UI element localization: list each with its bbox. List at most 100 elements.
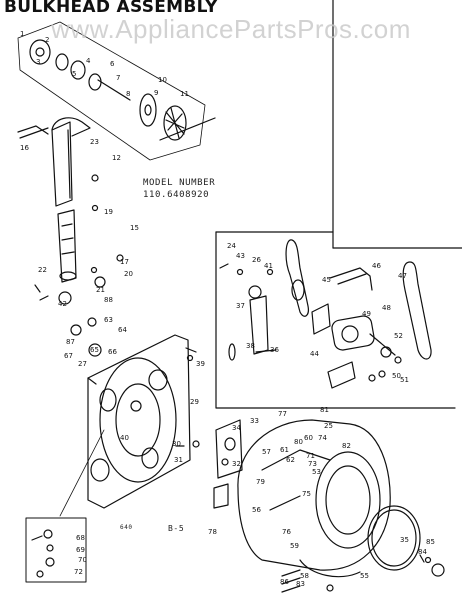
part-label-34: 34 <box>232 424 241 432</box>
part-label-6: 6 <box>110 60 115 68</box>
part-label-73: 73 <box>308 460 317 468</box>
part-label-66: 66 <box>108 348 117 356</box>
motor-assembly-group <box>219 239 432 389</box>
part-label-1: 1 <box>20 30 24 38</box>
part-label-61: 61 <box>280 446 289 454</box>
part-label-8: 8 <box>126 90 130 98</box>
part-label-85: 85 <box>426 538 435 546</box>
part-label-5: 5 <box>72 70 76 78</box>
drum-group <box>186 354 445 578</box>
part-label-26: 26 <box>252 256 261 264</box>
part-label-16: 16 <box>20 144 29 152</box>
part-label-51: 51 <box>400 376 409 384</box>
part-label-21: 21 <box>96 286 105 294</box>
part-label-37: 37 <box>236 302 245 310</box>
diagram-title: BULKHEAD ASSEMBLY <box>4 0 218 17</box>
part-label-53: 53 <box>312 468 321 476</box>
part-label-36: 36 <box>270 346 279 354</box>
part-label-76: 76 <box>282 528 291 536</box>
part-label-50: 50 <box>392 372 401 380</box>
part-label-74: 74 <box>318 434 327 442</box>
lower-duct-group <box>57 209 77 283</box>
model-number-value: 110.6408920 <box>143 190 210 200</box>
watermark-text: www.AppliancePartsPros.com <box>51 14 411 44</box>
lower-left-detail-group <box>25 429 105 583</box>
part-label-27: 27 <box>78 360 87 368</box>
part-label-19: 19 <box>104 208 113 216</box>
part-label-40: 40 <box>120 434 129 442</box>
part-label-63: 63 <box>104 316 113 324</box>
part-label-62: 62 <box>286 456 295 464</box>
part-label-77: 77 <box>278 410 287 418</box>
part-label-44: 44 <box>310 350 319 358</box>
part-label-88: 88 <box>104 296 113 304</box>
part-label-12: 12 <box>112 154 121 162</box>
part-label-41: 41 <box>264 262 273 270</box>
part-label-64: 64 <box>118 326 127 334</box>
part-label-29: 29 <box>190 398 199 406</box>
part-label-68: 68 <box>76 534 85 542</box>
part-label-83: 83 <box>296 580 305 588</box>
part-label-25: 25 <box>324 422 333 430</box>
small-reference: 640 <box>120 524 133 531</box>
part-label-71: 71 <box>306 452 315 460</box>
part-label-78: 78 <box>208 528 217 536</box>
part-label-47: 47 <box>398 272 407 280</box>
part-label-20: 20 <box>124 270 133 278</box>
part-label-87: 87 <box>66 338 75 346</box>
part-label-48: 48 <box>382 304 391 312</box>
part-label-45: 45 <box>322 276 331 284</box>
part-label-24: 24 <box>227 242 236 250</box>
part-label-67: 67 <box>64 352 73 360</box>
part-label-52: 52 <box>394 332 403 340</box>
part-label-4: 4 <box>86 57 91 65</box>
model-number-label: MODEL NUMBER <box>143 178 216 188</box>
part-label-56: 56 <box>252 506 261 514</box>
part-label-42: 42 <box>58 300 67 308</box>
part-label-15: 15 <box>130 224 139 232</box>
part-label-3: 3 <box>36 58 40 66</box>
blower-assembly-group <box>17 21 216 161</box>
motor-box-outline <box>215 231 456 409</box>
part-label-70: 70 <box>78 556 87 564</box>
part-label-11: 11 <box>180 90 189 98</box>
part-label-72: 72 <box>74 568 83 576</box>
bottom-hardware-group <box>281 569 334 593</box>
part-label-10: 10 <box>158 76 167 84</box>
part-label-23: 23 <box>90 138 99 146</box>
part-label-2: 2 <box>45 36 49 44</box>
part-label-9: 9 <box>154 89 158 97</box>
part-label-79: 79 <box>256 478 265 486</box>
part-label-17: 17 <box>120 258 129 266</box>
part-label-38: 38 <box>246 342 255 350</box>
part-label-82: 82 <box>342 442 351 450</box>
part-label-84: 84 <box>418 548 427 556</box>
part-label-46: 46 <box>372 262 381 270</box>
part-label-39: 39 <box>196 360 205 368</box>
part-label-30: 30 <box>172 440 181 448</box>
hardware-group-left <box>34 174 124 357</box>
part-label-69: 69 <box>76 546 85 554</box>
part-label-43: 43 <box>236 252 245 260</box>
part-label-60: 60 <box>304 434 313 442</box>
part-label-58: 58 <box>300 572 309 580</box>
part-label-55: 55 <box>360 572 369 580</box>
page-reference: B-5 <box>168 524 185 533</box>
part-label-59: 59 <box>290 542 299 550</box>
part-label-75: 75 <box>302 490 311 498</box>
bulkhead-plate-group <box>87 334 197 509</box>
part-label-49: 49 <box>362 310 371 318</box>
part-label-32: 32 <box>232 460 241 468</box>
exhaust-duct-group <box>17 117 91 207</box>
part-label-31: 31 <box>174 456 183 464</box>
part-label-22: 22 <box>38 266 47 274</box>
part-label-35: 35 <box>400 536 409 544</box>
part-label-86: 86 <box>280 578 289 586</box>
part-label-33: 33 <box>250 417 259 425</box>
part-label-57: 57 <box>262 448 271 456</box>
part-label-80: 80 <box>294 438 303 446</box>
part-label-81: 81 <box>320 406 329 414</box>
